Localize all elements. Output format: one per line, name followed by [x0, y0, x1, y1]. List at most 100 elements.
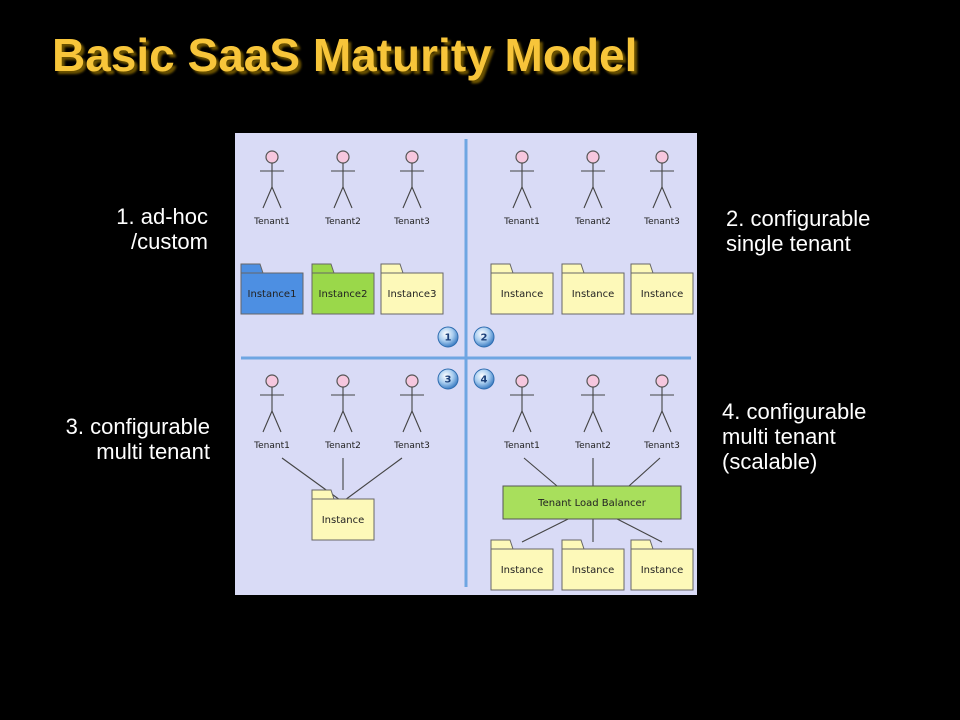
instance-folder: Instance [561, 263, 625, 315]
folder-body [561, 548, 625, 591]
actor-leg-left [512, 186, 523, 209]
actor-leg-right [661, 410, 672, 433]
badge-circle [473, 368, 495, 390]
quadrant-badge-2: 2 [473, 326, 495, 348]
actor-leg-left [333, 186, 344, 209]
tenant-actor: Tenant2 [324, 150, 361, 227]
actor-leg-right [271, 410, 282, 433]
actor-leg-left [262, 186, 273, 209]
folder-tab [240, 263, 264, 274]
actor-head-icon [405, 150, 419, 164]
folder-body [380, 272, 444, 315]
badge-circle [437, 368, 459, 390]
connector-line [523, 457, 558, 487]
connector-line [628, 457, 661, 487]
tenant-actor: Tenant3 [643, 150, 680, 227]
actor-head-icon [336, 150, 350, 164]
actor-leg-right [342, 410, 353, 433]
instance-folder: Instance [630, 263, 694, 315]
tenant-label: Tenant3 [643, 217, 680, 227]
badge-number: 4 [481, 375, 488, 386]
tenant-label: Tenant2 [574, 441, 611, 451]
instance-folder: Instance2 [311, 263, 375, 315]
folder-body [490, 272, 554, 315]
instance-folder: Instance [630, 539, 694, 591]
instance-label: Instance1 [248, 289, 297, 300]
instance-label: Instance [501, 565, 544, 576]
instance-label: Instance2 [319, 289, 368, 300]
tenant-label: Tenant1 [253, 217, 290, 227]
quadrant-4-label: 4. configurable multi tenant (scalable) [722, 399, 867, 474]
quadrant-badge-3: 3 [437, 368, 459, 390]
tenant-actor: Tenant2 [574, 374, 611, 451]
folder-tab [561, 263, 585, 274]
instance-folder: Instance3 [380, 263, 444, 315]
actor-leg-left [583, 186, 594, 209]
actor-leg-right [342, 186, 353, 209]
actor-leg-right [521, 186, 532, 209]
instance-folder: Instance1 [240, 263, 304, 315]
actor-leg-right [271, 186, 282, 209]
instance-label: Instance [572, 289, 615, 300]
tenant-actor: Tenant1 [253, 374, 290, 451]
tenant-actor: Tenant2 [324, 374, 361, 451]
actor-leg-right [521, 410, 532, 433]
folder-body [240, 272, 304, 315]
folder-body [561, 272, 625, 315]
folder-tab [490, 539, 514, 550]
actor-head-icon [515, 150, 529, 164]
folder-body [311, 498, 375, 541]
actor-leg-right [661, 186, 672, 209]
actor-leg-left [333, 410, 344, 433]
actor-leg-left [652, 186, 663, 209]
tenant-label: Tenant3 [393, 217, 430, 227]
tenant-actor: Tenant1 [503, 150, 540, 227]
instance-label: Instance [641, 289, 684, 300]
actor-leg-right [592, 410, 603, 433]
badge-circle [473, 326, 495, 348]
instance-label: Instance [641, 565, 684, 576]
tenant-label: Tenant3 [643, 441, 680, 451]
actor-leg-left [402, 186, 413, 209]
instance-folder: Instance [490, 263, 554, 315]
folder-body [630, 548, 694, 591]
tenant-label: Tenant2 [324, 217, 361, 227]
page-title: Basic SaaS Maturity Model [52, 29, 638, 81]
connector-line [616, 518, 663, 543]
tenant-label: Tenant1 [503, 441, 540, 451]
tenant-label: Tenant1 [253, 441, 290, 451]
actor-head-icon [515, 374, 529, 388]
load-balancer-label: Tenant Load Balancer [537, 498, 647, 509]
quadrant-badge-4: 4 [473, 368, 495, 390]
actor-head-icon [265, 374, 279, 388]
actor-leg-right [411, 410, 422, 433]
tenant-label: Tenant3 [393, 441, 430, 451]
folder-body [311, 272, 375, 315]
badge-number: 3 [445, 375, 452, 386]
actor-head-icon [586, 150, 600, 164]
actor-leg-right [592, 186, 603, 209]
quadrant-3-label: 3. configurable multi tenant [65, 414, 210, 464]
tenant-actor: Tenant3 [393, 374, 430, 451]
tenant-label: Tenant1 [503, 217, 540, 227]
instance-label: Instance [501, 289, 544, 300]
instance-label: Instance3 [388, 289, 437, 300]
tenant-label: Tenant2 [574, 217, 611, 227]
quadrant-1-label: 1. ad-hoc /custom [116, 204, 208, 254]
instance-folder: Instance [311, 489, 375, 541]
folder-tab [630, 539, 654, 550]
folder-tab [561, 539, 585, 550]
tenant-actor: Tenant2 [574, 150, 611, 227]
tenant-actor: Tenant3 [643, 374, 680, 451]
badge-number: 2 [481, 333, 488, 344]
load-balancer-box [502, 485, 682, 520]
actor-leg-right [411, 186, 422, 209]
folder-tab [490, 263, 514, 274]
actor-leg-left [583, 410, 594, 433]
tenant-actor: Tenant1 [253, 150, 290, 227]
folder-tab [380, 263, 404, 274]
actor-head-icon [405, 374, 419, 388]
connector-line [521, 518, 569, 543]
tenant-actor: Tenant3 [393, 150, 430, 227]
actor-head-icon [655, 374, 669, 388]
